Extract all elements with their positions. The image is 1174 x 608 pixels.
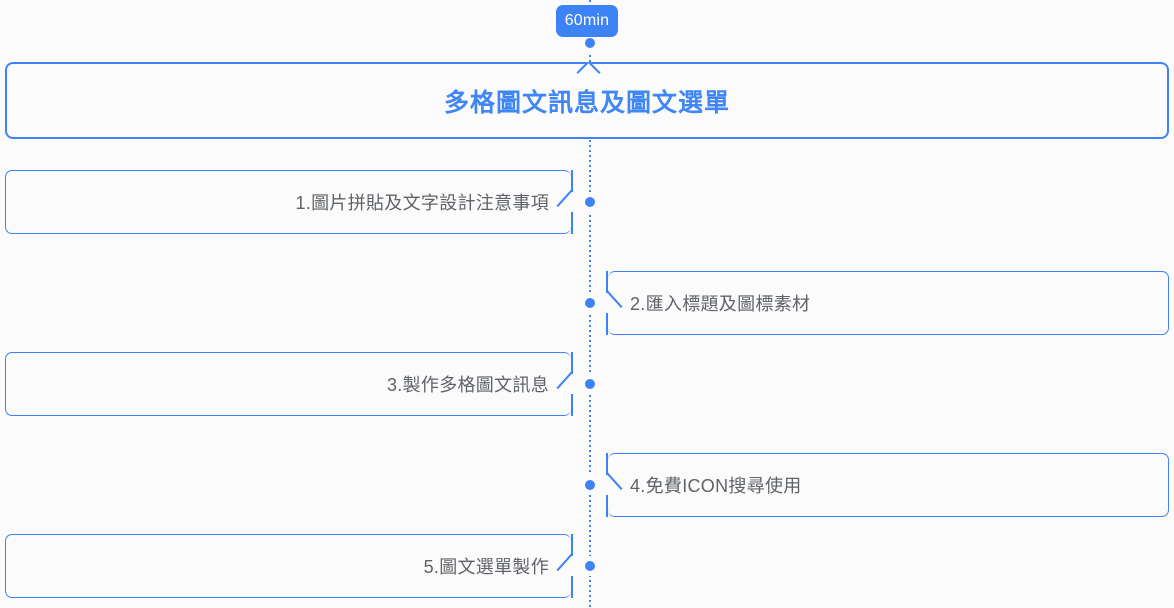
branch-connector-arrow-icon: [551, 352, 573, 416]
branch-label: 5.圖文選單製作: [423, 557, 549, 577]
timeline-node-dot-3: [580, 374, 600, 394]
branch-label: 2.匯入標題及圖標素材: [630, 294, 811, 314]
branch-connector-arrow-icon: [606, 271, 628, 335]
timeline-node-dot-root: [580, 33, 600, 53]
branch-box: [608, 453, 1169, 517]
branch-label: 1.圖片拼貼及文字設計注意事項: [295, 193, 549, 213]
timeline-node-dot-2: [580, 293, 600, 313]
branch-item-3[interactable]: 3.製作多格圖文訊息: [5, 352, 573, 416]
branch-box: [608, 271, 1169, 335]
timeline-node-dot-5: [580, 556, 600, 576]
branch-label: 4.免費ICON搜尋使用: [630, 476, 802, 496]
title-card[interactable]: 多格圖文訊息及圖文選單: [5, 62, 1169, 139]
branch-connector-arrow-icon: [551, 534, 573, 598]
duration-badge[interactable]: 60min: [556, 5, 618, 37]
branch-item-2[interactable]: 2.匯入標題及圖標素材: [606, 271, 1169, 335]
branch-box: [5, 170, 571, 234]
branch-label: 3.製作多格圖文訊息: [386, 375, 549, 395]
page-title: 多格圖文訊息及圖文選單: [443, 88, 730, 117]
branch-connector-arrow-icon: [551, 170, 573, 234]
branch-box: [5, 534, 571, 598]
branch-item-1[interactable]: 1.圖片拼貼及文字設計注意事項: [5, 170, 573, 234]
branch-item-4[interactable]: 4.免費ICON搜尋使用: [606, 453, 1169, 517]
timeline-node-dot-4: [580, 475, 600, 495]
branch-connector-arrow-icon: [606, 453, 628, 517]
title-card-notch-icon: [570, 62, 604, 74]
timeline-node-dot-1: [580, 192, 600, 212]
branch-box: [5, 352, 571, 416]
branch-item-5[interactable]: 5.圖文選單製作: [5, 534, 573, 598]
